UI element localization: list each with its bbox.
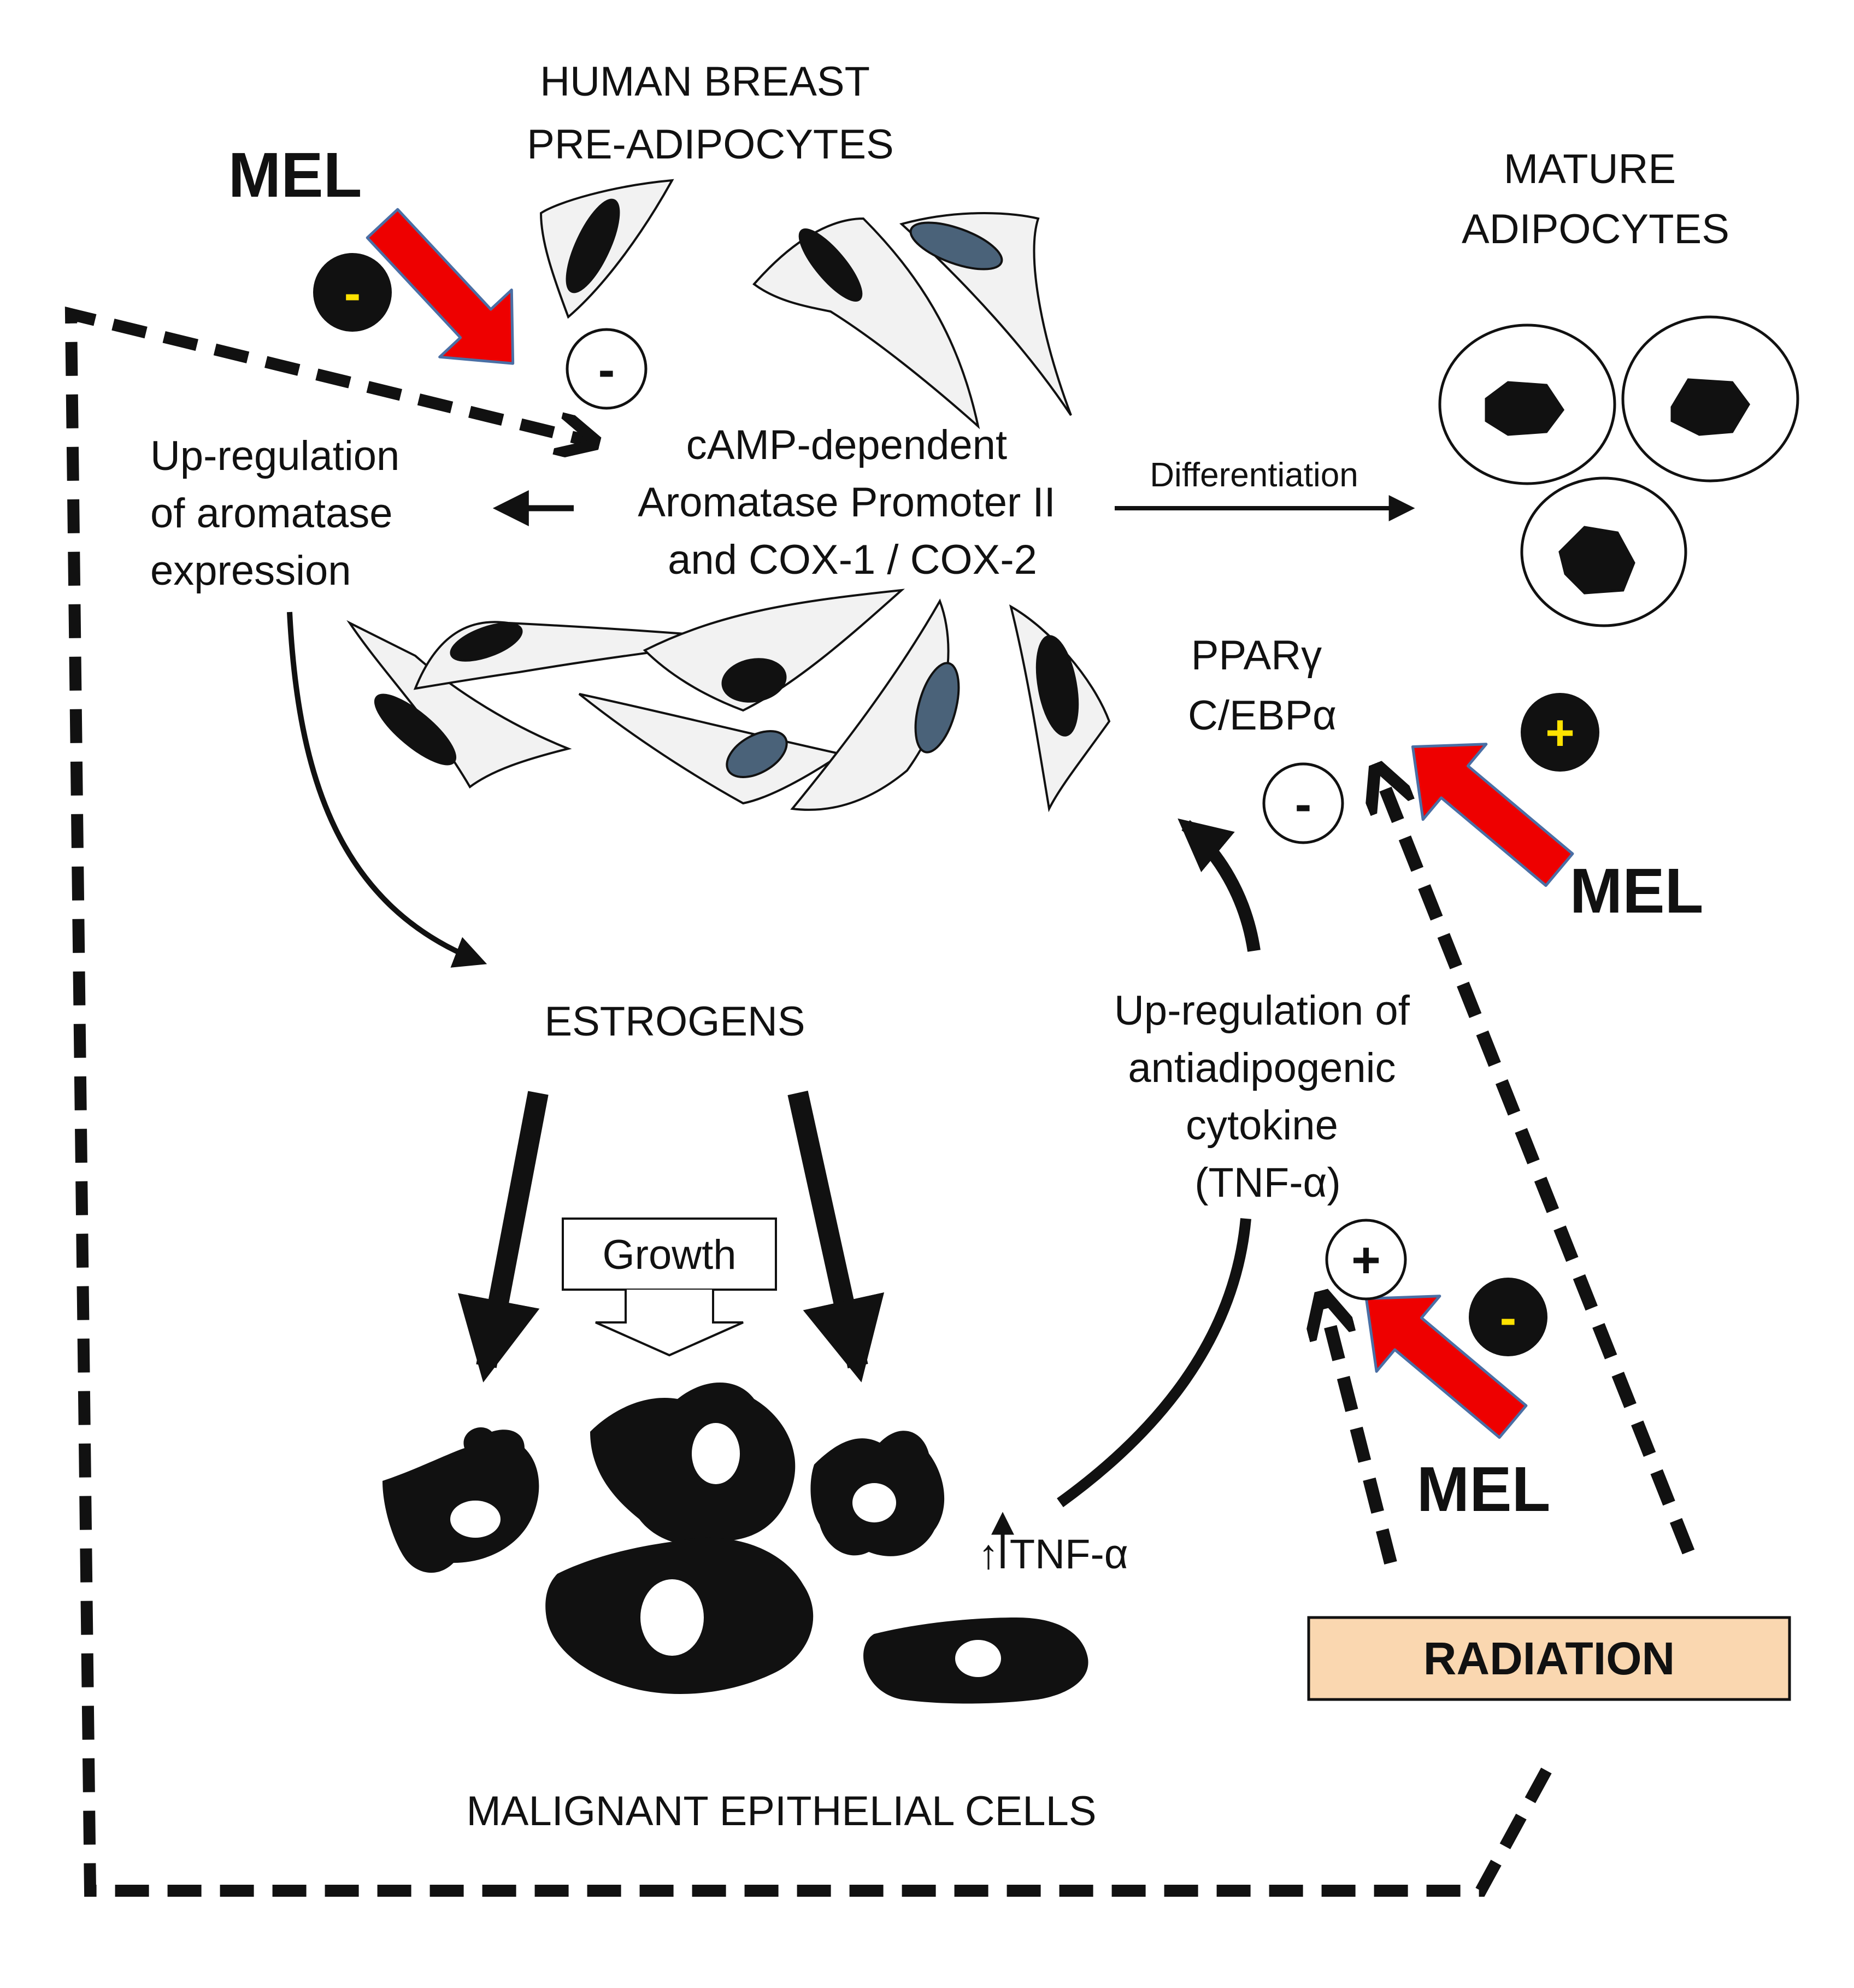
mel-arrow-right [1411, 743, 1574, 887]
arrow-estrogens-right [787, 1090, 885, 1383]
upregulation-aromatase-label: Up-regulation of aromatase expression [150, 433, 411, 594]
mel-arrows [366, 208, 1574, 1439]
promoter-label: cAMP-dependent Aromatase Promoter II and… [638, 422, 1067, 583]
stimulate-plus-tnf [1325, 1219, 1407, 1301]
mel-arrow-bottom [1364, 1295, 1528, 1439]
tnf-label: ↑ TNF-α [978, 1531, 1128, 1578]
mel-minus-bottom [1469, 1278, 1547, 1356]
antiadipogenic-label: Up-regulation of antiadipogenic cytokine… [1114, 987, 1421, 1206]
inhibit-minus-top [566, 328, 648, 410]
arrow-tnf-to-antiadipogenic [1057, 1218, 1251, 1508]
radiation-to-ppar-dashed [1377, 768, 1695, 1555]
inhibit-minus-ppar-sign: - [1295, 777, 1312, 832]
mature-adipocytes [1438, 315, 1799, 627]
radiation-box: RADIATION [1307, 1616, 1791, 1701]
growth-box: Growth [562, 1217, 777, 1357]
radiation-feedback-dashed-loop [64, 306, 1552, 1897]
inhibit-minus-ppar [1262, 762, 1344, 844]
mature-adipocytes-title: MATURE ADIPOCYTES [1462, 146, 1729, 252]
malignant-cells-label: MALIGNANT EPITHELIAL CELLS [466, 1788, 1096, 1834]
dashed-lines [64, 306, 1695, 1897]
arrow-estrogens-left [458, 1091, 549, 1383]
text-labels: HUMAN BREAST PRE-ADIPOCYTES MATURE ADIPO… [150, 58, 1729, 1834]
mel-label-right: MEL [1570, 855, 1704, 926]
sign-circles: - - + - + - [313, 253, 1599, 1356]
growth-label: Growth [603, 1232, 737, 1278]
arrow-to-estrogens [287, 611, 487, 968]
stimulate-plus-tnf-sign: + [1351, 1232, 1381, 1288]
malignant-epithelial-cells [382, 1383, 1088, 1704]
preadipocyte-cells-top [539, 179, 1072, 430]
ppar-label: PPARγ C/EBPα [1188, 632, 1337, 739]
preadipocytes-title: HUMAN BREAST PRE-ADIPOCYTES [527, 58, 893, 168]
preadipocyte-cells-bottom [346, 589, 1111, 813]
mel-label-top: MEL [228, 139, 362, 210]
mel-plus-right-sign: + [1545, 705, 1575, 761]
mel-label-bottom: MEL [1417, 1454, 1551, 1525]
differentiation-label: Differentiation [1150, 456, 1358, 494]
inhibit-minus-top-sign: - [598, 342, 615, 398]
estrogens-label: ESTROGENS [544, 998, 805, 1045]
mel-minus-top-sign: - [344, 266, 361, 321]
mel-plus-right [1521, 693, 1599, 772]
solid-arrows [287, 490, 1415, 1568]
radiation-to-tnf-dashed [1322, 1295, 1397, 1564]
mel-minus-bottom-sign: - [1500, 1290, 1517, 1346]
mel-arrow-top [366, 208, 515, 365]
radiation-label: RADIATION [1423, 1633, 1675, 1684]
arrow-to-ppar [1178, 818, 1261, 952]
mel-minus-top [313, 253, 392, 332]
